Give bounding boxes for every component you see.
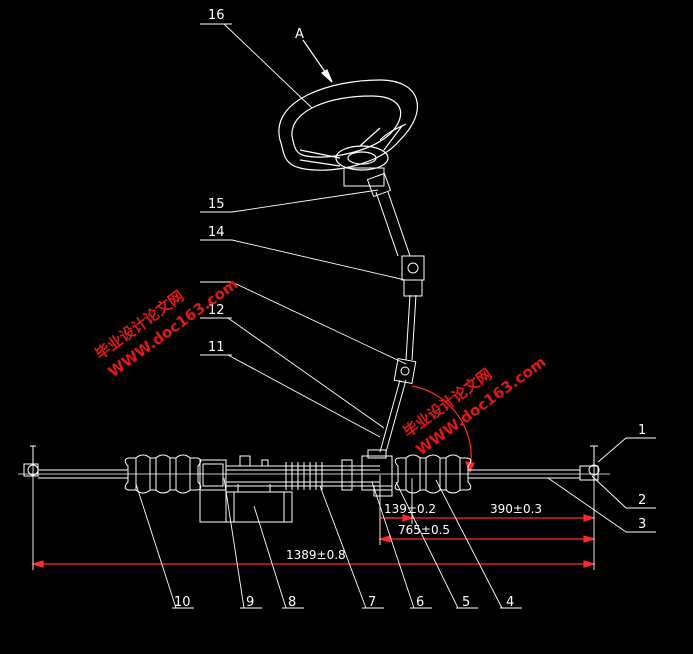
part-label-6: 6	[416, 595, 424, 610]
part-label-11: 11	[208, 340, 225, 355]
rack-assembly	[18, 445, 610, 523]
watermark-left: 毕业设计论文网 WWW.doc163.com	[92, 275, 242, 381]
part-label-4: 4	[506, 595, 514, 610]
part-label-1: 1	[638, 423, 646, 438]
dim-390: 390±0.3	[490, 502, 542, 516]
part-label-14: 14	[208, 225, 225, 240]
part-label-10: 10	[174, 595, 191, 610]
part-label-8: 8	[288, 595, 296, 610]
extension-lines	[32, 446, 595, 570]
part-label-15: 15	[208, 197, 225, 212]
view-label-a: A	[295, 27, 304, 42]
dim-765: 765±0.5	[398, 523, 450, 537]
leader-lines	[135, 23, 656, 609]
part-label-12: 12	[208, 303, 225, 318]
steering-column	[343, 167, 425, 453]
part-label-5: 5	[462, 595, 470, 610]
dimension-lines	[30, 385, 597, 568]
part-label-7: 7	[368, 595, 376, 610]
dim-1389: 1389±0.8	[286, 548, 346, 562]
steering-wheel	[278, 39, 418, 171]
part-label-2: 2	[638, 493, 646, 508]
dim-139: 139±0.2	[384, 502, 436, 516]
part-label-9: 9	[246, 595, 254, 610]
part-label-3: 3	[638, 517, 646, 532]
watermark-right: 毕业设计论文网 WWW.doc163.com	[400, 353, 550, 459]
part-label-16: 16	[208, 8, 225, 23]
